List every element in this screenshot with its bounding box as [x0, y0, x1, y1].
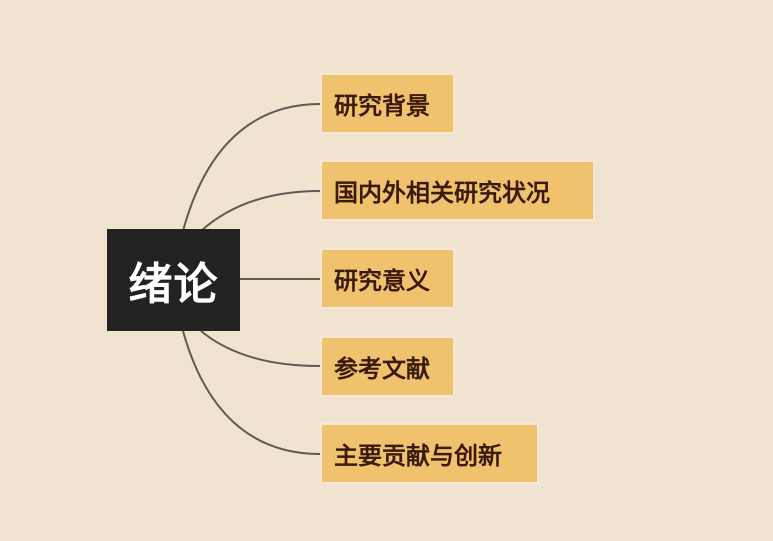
- topic-label: 参考文献: [334, 355, 430, 383]
- topic-label: 国内外相关研究状况: [334, 179, 550, 207]
- central-topic[interactable]: 绪论: [107, 229, 240, 331]
- topic-research-background[interactable]: 研究背景: [320, 73, 455, 134]
- central-topic-label: 绪论: [128, 259, 219, 310]
- topic-label: 研究意义: [334, 267, 430, 295]
- topic-related-research[interactable]: 国内外相关研究状况: [320, 160, 595, 221]
- topic-contributions[interactable]: 主要贡献与创新: [320, 423, 539, 484]
- topic-label: 主要贡献与创新: [334, 442, 502, 470]
- topic-research-significance[interactable]: 研究意义: [320, 248, 455, 309]
- connector-5: [182, 330, 321, 455]
- connector-1: [182, 103, 321, 232]
- topic-references[interactable]: 参考文献: [320, 336, 455, 397]
- connector-2: [200, 190, 321, 232]
- topic-label: 研究背景: [334, 92, 430, 120]
- connector-4: [200, 330, 321, 367]
